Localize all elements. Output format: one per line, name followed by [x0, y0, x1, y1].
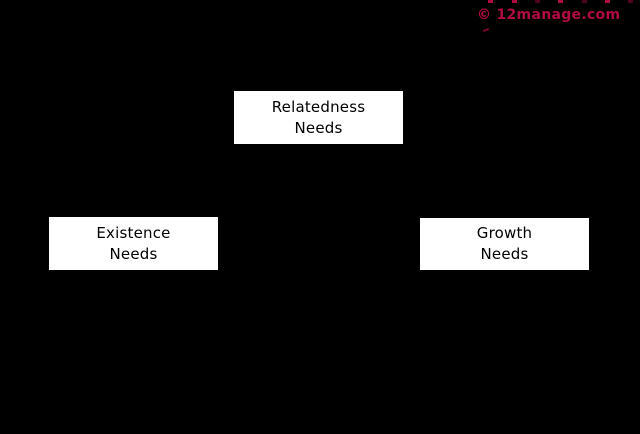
node-label-line: Existence — [96, 223, 171, 242]
red-dash-artifact — [628, 0, 633, 3]
red-dash-artifact — [582, 0, 587, 3]
node-label-line: Relatedness — [271, 97, 366, 116]
red-dash-artifact — [605, 0, 610, 3]
node-label-line: Growth — [476, 224, 533, 242]
red-dash-artifact — [535, 0, 540, 3]
watermark-12manage: © 12manage.com — [477, 7, 621, 23]
red-tick-artifact — [482, 28, 490, 32]
node-label-line: Needs — [109, 244, 158, 263]
node-label-line: Needs — [294, 118, 343, 137]
red-dash-artifact — [512, 0, 517, 3]
node-label-line: Needs — [480, 245, 529, 263]
red-dash-artifact — [488, 0, 493, 3]
node-existence-needs: Existence Needs — [48, 216, 219, 271]
red-dash-artifact — [558, 0, 563, 3]
node-relatedness-needs: Relatedness Needs — [233, 90, 404, 145]
node-growth-needs: Growth Needs — [419, 217, 590, 271]
